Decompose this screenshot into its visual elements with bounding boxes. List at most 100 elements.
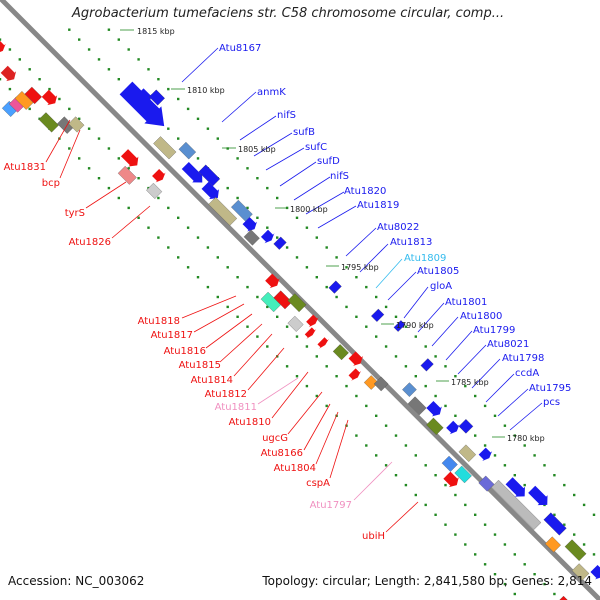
gene-label[interactable]: nifS [330,171,349,182]
tick-dot [266,186,269,190]
tick-dot [295,256,299,259]
gene-block [153,136,177,160]
tick-dot [137,216,140,219]
gene-label[interactable]: Atu1826 [69,237,111,248]
tick-dot [414,375,417,378]
tick-dot [404,444,408,447]
gene-label[interactable]: Atu1809 [404,253,446,264]
gene-feature [371,308,385,322]
gene-label[interactable]: Atu1817 [151,330,193,341]
gene-label[interactable]: Atu1799 [473,325,515,336]
tick-dot [78,38,81,41]
tick-dot [444,404,447,408]
gene-arrow [181,161,203,183]
tick-dot [137,177,140,180]
gene-label[interactable]: Atu1816 [164,346,206,357]
tick-dot [78,157,81,160]
tick-dot [196,117,200,120]
gene-arrow [528,485,548,506]
tick-dot [573,533,576,536]
tick-dot [276,315,279,318]
tick-dot [157,78,160,81]
gene-label[interactable]: Atu1820 [344,186,386,197]
leader-line [359,243,389,273]
gene-label[interactable]: Atu1812 [205,389,247,400]
label-leader-lines [45,29,543,533]
gene-label[interactable]: Atu1804 [274,463,316,474]
tick-dot [493,573,497,576]
gene-block [371,308,385,322]
gene-label[interactable]: Atu1810 [229,417,271,428]
gene-feature [420,358,434,372]
gene-label[interactable]: Atu1811 [215,402,257,413]
tick-dot [375,335,378,338]
gene-feature [544,536,561,553]
tick-dot [196,276,200,279]
gene-label[interactable]: Atu1819 [357,200,399,211]
gene-feature [152,168,166,183]
tick-dot [434,513,437,516]
gene-block [402,382,417,397]
gene-arrow [0,65,17,82]
tick-dot [186,266,190,269]
gene-label[interactable]: ccdA [515,368,539,379]
tick-dot [404,365,408,368]
gene-label[interactable]: Atu1798 [502,353,544,364]
gene-label[interactable]: cspA [306,478,330,489]
gene-block [328,280,342,294]
gene-label[interactable]: bcp [42,178,60,189]
gene-label[interactable]: Atu1815 [179,360,221,371]
gene-label[interactable]: ugcG [262,433,288,444]
gene-label[interactable]: Atu1813 [390,237,432,248]
gene-label[interactable]: Atu1801 [445,297,487,308]
gene-label[interactable]: Atu8166 [261,448,303,459]
gene-label[interactable]: sufC [305,142,327,153]
gene-label[interactable]: pcs [543,397,560,408]
tick-dot [28,68,31,71]
gene-label[interactable]: Atu1797 [310,500,352,511]
gene-label[interactable]: Atu1831 [4,162,46,173]
gene-label[interactable]: Atu8167 [219,43,261,54]
gene-label[interactable]: Atu1814 [191,375,233,386]
tick-dot [266,305,269,309]
gene-feature [348,351,363,366]
tick-dot [157,196,160,200]
accession-text: Accession: NC_003062 [8,574,145,588]
gene-feature [328,280,342,294]
gene-label[interactable]: gloA [430,281,452,292]
leader-line [497,388,529,417]
gene-arrow [201,181,219,200]
gene-label[interactable]: nifS [277,110,296,121]
gene-arrow [260,229,275,244]
gene-label[interactable]: anmK [257,87,286,98]
tick-dot [513,474,516,477]
tick-dot [157,236,160,239]
tick-dot [573,493,576,497]
tick-dot [206,246,210,249]
tick-dot [127,48,130,51]
gene-block [458,444,477,462]
gene-label[interactable]: Atu1800 [460,311,502,322]
gene-label[interactable]: ubiH [362,531,385,542]
gene-label[interactable]: sufB [293,127,315,138]
gene-block [441,455,458,472]
tick-dot [533,454,536,457]
gene-label[interactable]: Atu1795 [529,383,571,394]
gene-feature [571,563,590,581]
gene-label[interactable]: Atu8022 [377,222,419,233]
gene-block [564,539,587,561]
gene-feature [393,320,406,332]
tick-dot [503,424,507,427]
gene-label[interactable]: tyrS [65,208,85,219]
gene-label[interactable]: Atu1818 [138,316,180,327]
gene-feature [373,376,389,392]
tick-dot [424,503,427,507]
leader-line [181,295,237,319]
tick-dot [365,285,368,289]
gene-feature [478,447,493,461]
gene-label[interactable]: sufD [317,156,340,167]
gene-feature [0,65,17,82]
gene-label[interactable]: Atu1805 [417,266,459,277]
tick-dot [375,414,378,417]
gene-label[interactable]: Atu8021 [487,339,529,350]
